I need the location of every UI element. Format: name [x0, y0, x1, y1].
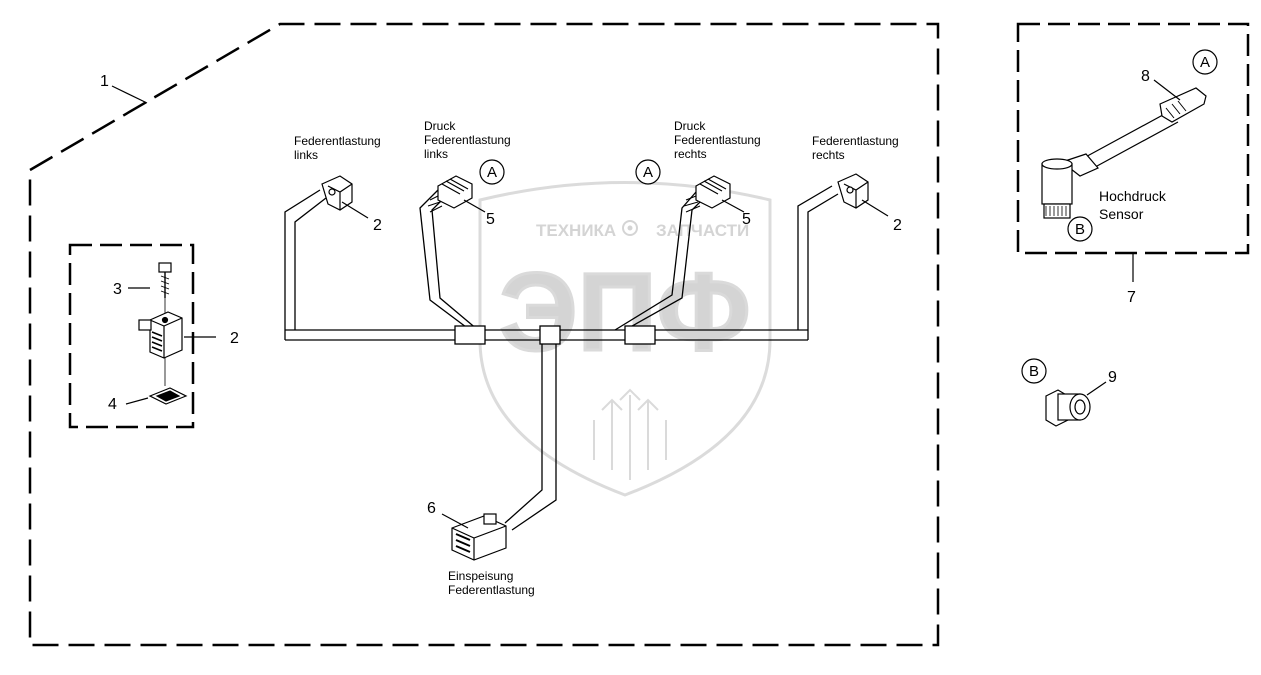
ref-a-left-text: A [487, 164, 497, 181]
sensor-kit-boundary [1016, 22, 1250, 255]
label-federentlastung-rechts-line2: rechts [812, 148, 845, 162]
ref-a-center-text: A [643, 164, 653, 181]
ref-circle-a-center: A [635, 159, 661, 185]
leader-5-left [463, 199, 486, 213]
solenoid-connector-icon [138, 311, 183, 359]
label-druck-links-line2: Federentlastung [424, 133, 511, 147]
callout-2-detail: 2 [230, 330, 239, 347]
watermark-text-right: ЗАПЧАСТИ [656, 221, 749, 240]
callout-6: 6 [427, 500, 436, 517]
watermark-logo-letters: ЭПФ [499, 251, 750, 374]
label-druck-rechts-line2: Federentlastung [674, 133, 761, 147]
label-einspeisung-line2: Federentlastung [448, 583, 535, 597]
leader-2-right [861, 199, 889, 217]
callout-2-left: 2 [373, 217, 382, 234]
feed-connector-icon [451, 513, 507, 561]
label-federentlastung-rechts-line1: Federentlastung [812, 134, 899, 148]
label-federentlastung-links: Federentlastung links [294, 134, 381, 162]
leader-4 [125, 397, 149, 405]
label-hochdruck-line1: Hochdruck [1099, 188, 1167, 204]
label-druck-links-line3: links [424, 147, 448, 161]
callout-1: 1 [100, 73, 109, 90]
gasket-icon [148, 387, 188, 405]
label-hochdruck-sensor: Hochdruck Sensor [1099, 188, 1167, 222]
callout-2-right: 2 [893, 217, 902, 234]
label-druck-rechts-line3: rechts [674, 147, 707, 161]
leader-2-left [341, 201, 369, 219]
callout-5-right: 5 [742, 211, 751, 228]
callout-8: 8 [1141, 68, 1150, 85]
label-einspeisung: Einspeisung Federentlastung [448, 569, 535, 597]
watermark: ТЕХНИКА ЗАПЧАСТИ ЭПФ [478, 181, 772, 497]
callout-9: 9 [1108, 369, 1117, 386]
ref-circle-b-part9: B [1021, 358, 1047, 384]
detail-box-boundary [68, 243, 195, 429]
callout-3: 3 [113, 281, 122, 298]
leader-9 [1086, 381, 1107, 396]
wheat-emblem-icon [593, 388, 667, 480]
valve-connector-right-icon [837, 173, 869, 209]
pressure-connector-left-icon [427, 175, 473, 213]
label-druck-links-line1: Druck [424, 119, 456, 133]
callout-5-left: 5 [486, 211, 495, 228]
label-federentlastung-rechts: Federentlastung rechts [812, 134, 899, 162]
sensor-plug-icon [1045, 389, 1091, 427]
pressure-connector-right-icon [683, 175, 731, 213]
label-druck-rechts-line1: Druck [674, 119, 706, 133]
label-federentlastung-links-line2: links [294, 148, 318, 162]
ref-circle-b-sensor: B [1067, 216, 1093, 242]
ref-circle-a-sensor: A [1192, 49, 1218, 75]
pressure-sensor-icon [1041, 87, 1207, 219]
valve-connector-left-icon [321, 175, 353, 211]
ref-b-part9-text: B [1029, 363, 1039, 380]
ref-b-sensor-text: B [1075, 221, 1085, 238]
leader-8 [1153, 79, 1181, 101]
ref-circle-a-left: A [479, 159, 505, 185]
harness-cable [284, 185, 839, 531]
bolt-icon [158, 262, 172, 298]
label-federentlastung-links-line1: Federentlastung [294, 134, 381, 148]
ref-a-sensor-text: A [1200, 54, 1210, 71]
watermark-text-left: ТЕХНИКА [536, 221, 616, 240]
label-hochdruck-line2: Sensor [1099, 206, 1144, 222]
callout-4: 4 [108, 396, 117, 413]
harness-kit-boundary [28, 22, 940, 647]
callout-7: 7 [1127, 289, 1136, 306]
label-druck-links: Druck Federentlastung links [424, 119, 511, 161]
leader-6 [441, 513, 469, 529]
gear-icon [622, 220, 638, 236]
label-einspeisung-line1: Einspeisung [448, 569, 513, 583]
label-druck-rechts: Druck Federentlastung rechts [674, 119, 761, 161]
leader-1 [111, 85, 148, 104]
leader-5-right [721, 199, 745, 213]
